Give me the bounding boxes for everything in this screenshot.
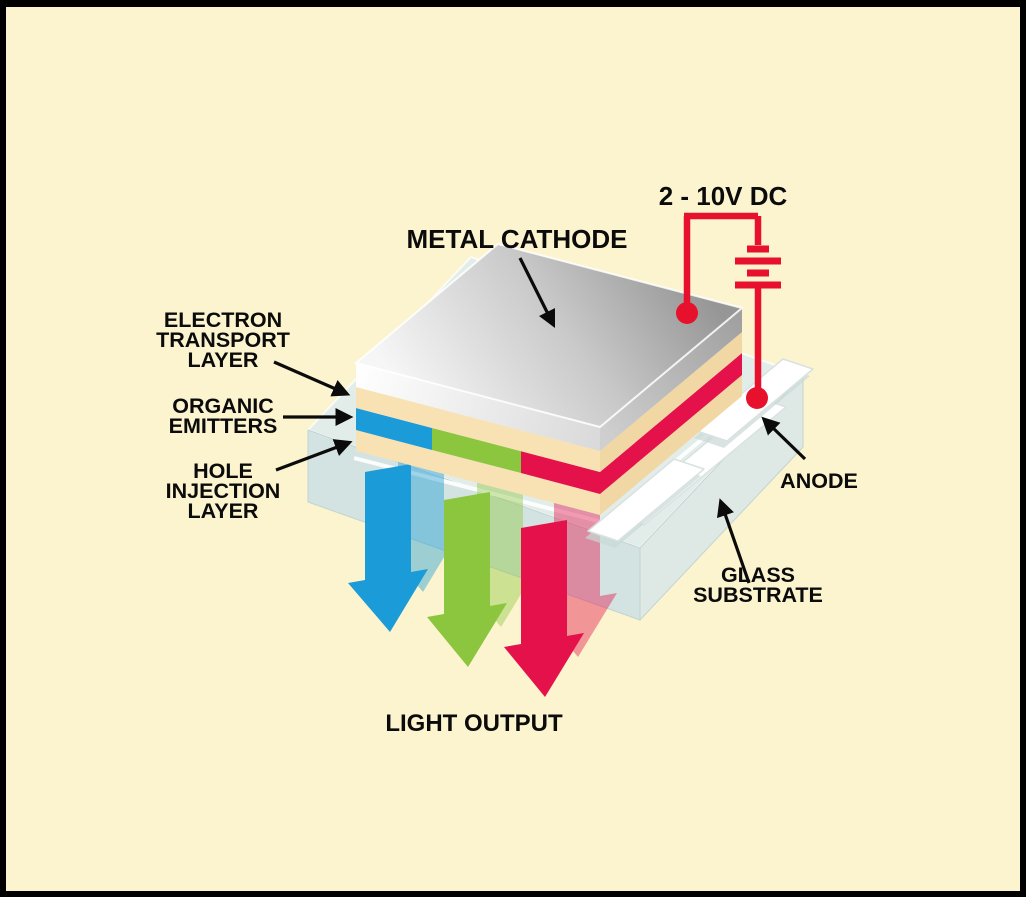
- electron-transport-label-line1: ELECTRON: [164, 308, 282, 332]
- green-light-arrow: [427, 492, 507, 667]
- anode-arrow: [761, 416, 807, 461]
- electron-transport-label-line3: LAYER: [188, 348, 259, 372]
- metal-cathode-front: [356, 363, 600, 451]
- electron-transport-arrow: [273, 360, 351, 397]
- hole-injection-label-line3: LAYER: [188, 499, 259, 523]
- hole-injection-label-line1: HOLE: [193, 459, 253, 483]
- electron-transport-label-line2: TRANSPORT: [156, 328, 290, 352]
- labels: 2 - 10V DC METAL CATHODE ELECTRON TRANSP…: [156, 181, 858, 737]
- circuit-wire: [683, 212, 762, 396]
- glass-substrate-label-line2: SUBSTRATE: [693, 583, 823, 607]
- hole-injection-layer-side: [600, 375, 742, 515]
- electron-transport-layer-front: [356, 387, 600, 472]
- glass-substrate-label-line1: GLASS: [721, 563, 795, 587]
- light-beam-blue: [348, 459, 461, 632]
- organic-emitter-blue: [356, 408, 432, 450]
- metal-cathode-arrow: [518, 257, 556, 329]
- blue-light-arrow: [348, 464, 428, 632]
- cathode-contact-dot: [676, 302, 698, 324]
- organic-emitter-red: [521, 451, 600, 494]
- light-output-label: LIGHT OUTPUT: [385, 710, 563, 737]
- anode-contact-dot: [746, 387, 768, 409]
- metal-cathode-label: METAL CATHODE: [407, 224, 628, 254]
- organic-emitters-label-line1: ORGANIC: [172, 394, 274, 418]
- organic-emitter-red-side: [600, 353, 742, 494]
- layer-stack: [353, 242, 745, 515]
- electron-transport-layer-side: [600, 332, 742, 472]
- red-light-arrow: [504, 520, 584, 697]
- callout-arrows: [273, 257, 807, 584]
- anode-pad: [587, 458, 705, 542]
- hole-injection-layer-front: [356, 430, 600, 515]
- anode-label: ANODE: [780, 469, 858, 493]
- organic-emitter-green: [432, 428, 521, 473]
- metal-cathode-side: [600, 308, 742, 451]
- metal-cathode-top: [353, 242, 745, 429]
- power-supply-label: 2 - 10V DC: [659, 181, 788, 211]
- hole-injection-label-line2: INJECTION: [166, 479, 281, 503]
- battery-circuit: [676, 212, 781, 409]
- hole-injection-arrow: [275, 439, 353, 472]
- organic-emitters-label-line2: EMITTERS: [169, 414, 278, 438]
- glass-substrate-arrow: [717, 498, 751, 584]
- light-beam-green: [427, 480, 540, 667]
